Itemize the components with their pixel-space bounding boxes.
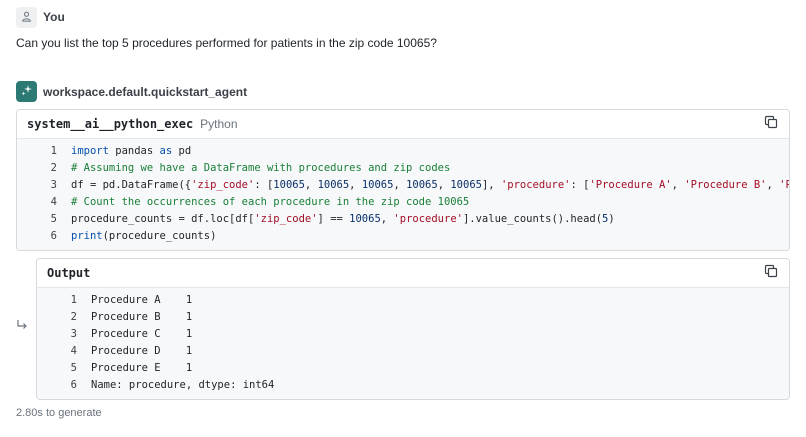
code-token: , xyxy=(766,179,780,191)
code-token: , xyxy=(380,213,394,225)
line-number: 4 xyxy=(70,345,77,357)
person-icon xyxy=(21,9,32,27)
output-block: 1 Procedure A 1 2 Procedure B 1 3 Procedure C… xyxy=(37,288,789,399)
return-arrow-icon xyxy=(16,319,28,334)
output-text: Procedure D 1 xyxy=(91,345,193,357)
code-token: ].value_counts().head( xyxy=(462,213,603,225)
code-token: ] == xyxy=(317,213,350,225)
code-token: # Count the occurrences of each procedur… xyxy=(71,196,470,208)
agent-avatar xyxy=(16,81,37,102)
code-token: procedure_counts = df.loc[df[ xyxy=(71,213,255,225)
code-token: pandas xyxy=(108,145,160,157)
code-token: , xyxy=(393,179,407,191)
line-number: 3 xyxy=(70,328,77,340)
language-label: Python xyxy=(200,117,238,131)
user-message: Can you list the top 5 procedures perfor… xyxy=(16,36,437,50)
code-line: 2 # Assuming we have a DataFrame with pro… xyxy=(17,160,789,177)
code-token: 10065 xyxy=(361,179,394,191)
code-token: , xyxy=(304,179,318,191)
code-token: : [ xyxy=(570,179,590,191)
generation-time: 2.80s to generate xyxy=(16,407,102,419)
code-token: pd xyxy=(172,145,192,157)
user-avatar xyxy=(16,7,37,28)
code-token: as xyxy=(159,145,173,157)
code-cell-header: system__ai__python_exec Python xyxy=(17,110,789,139)
code-block: 1 import pandas as pd 2 # Assuming we have … xyxy=(17,139,789,250)
code-token: 10065 xyxy=(450,179,482,191)
line-number: 1 xyxy=(70,294,77,306)
sparkle-icon xyxy=(21,83,33,101)
copy-output-button[interactable] xyxy=(763,264,779,283)
copy-icon xyxy=(764,115,778,134)
line-number: 3 xyxy=(50,179,57,191)
line-number: 4 xyxy=(50,196,57,208)
line-number: 1 xyxy=(50,145,57,157)
code-token: ) xyxy=(608,213,615,225)
copy-code-button[interactable] xyxy=(763,115,779,134)
code-line: 6 print(procedure_counts) xyxy=(17,228,789,245)
line-number: 2 xyxy=(50,162,57,174)
code-token: import xyxy=(71,145,109,157)
output-text: Procedure C 1 xyxy=(91,328,193,340)
code-token: 'Procedure B' xyxy=(684,179,767,191)
code-token: df = pd.DataFrame({ xyxy=(71,179,192,191)
agent-name: workspace.default.quickstart_agent xyxy=(43,85,248,99)
code-token: , xyxy=(437,179,451,191)
code-token: 10065 xyxy=(273,179,305,191)
output-cell-header: Output xyxy=(37,259,789,288)
output-line: 6 Name: procedure, dtype: int64 xyxy=(37,377,789,394)
output-line: 2 Procedure B 1 xyxy=(37,309,789,326)
copy-icon xyxy=(764,264,778,283)
output-line: 3 Procedure C 1 xyxy=(37,326,789,343)
code-token: (procedure_counts) xyxy=(102,230,217,242)
function-name: system__ai__python_exec xyxy=(27,117,194,131)
code-token: 10065 xyxy=(349,213,381,225)
code-token: 'procedure' xyxy=(500,179,571,191)
code-token: 10065 xyxy=(317,179,350,191)
code-line: 5 procedure_counts = df.loc[df['zip_code'… xyxy=(17,211,789,228)
code-cell: system__ai__python_exec Python 1 import p… xyxy=(16,109,790,251)
code-token: , xyxy=(671,179,685,191)
code-token: , xyxy=(349,179,362,191)
output-text: Procedure A 1 xyxy=(91,294,193,306)
code-token: 'procedure' xyxy=(393,213,463,225)
code-line: 4 # Count the occurrences of each procedu… xyxy=(17,194,789,211)
code-token: ], xyxy=(481,179,501,191)
code-token: : [ xyxy=(254,179,274,191)
line-number: 6 xyxy=(50,230,57,242)
output-line: 5 Procedure E 1 xyxy=(37,360,789,377)
line-number: 5 xyxy=(70,362,77,374)
output-line: 1 Procedure A 1 xyxy=(37,292,789,309)
code-line: 1 import pandas as pd xyxy=(17,143,789,160)
output-text: Procedure E 1 xyxy=(91,362,193,374)
user-name: You xyxy=(43,10,65,24)
line-number: 2 xyxy=(70,311,77,323)
code-token: 10065 xyxy=(406,179,438,191)
code-token: 'Proce xyxy=(779,179,789,191)
line-number: 5 xyxy=(50,213,57,225)
output-text: Procedure B 1 xyxy=(91,311,193,323)
line-number: 6 xyxy=(70,379,77,391)
code-token: print xyxy=(71,230,103,242)
code-token: 'zip_code' xyxy=(191,179,255,191)
code-token: # Assuming we have a DataFrame with proc… xyxy=(71,162,451,174)
output-title: Output xyxy=(47,266,91,280)
code-token: 'zip_code' xyxy=(254,213,318,225)
code-token: 5 xyxy=(602,213,609,225)
output-text: Name: procedure, dtype: int64 xyxy=(91,379,275,391)
output-line: 4 Procedure D 1 xyxy=(37,343,789,360)
code-token: 'Procedure A' xyxy=(589,179,672,191)
